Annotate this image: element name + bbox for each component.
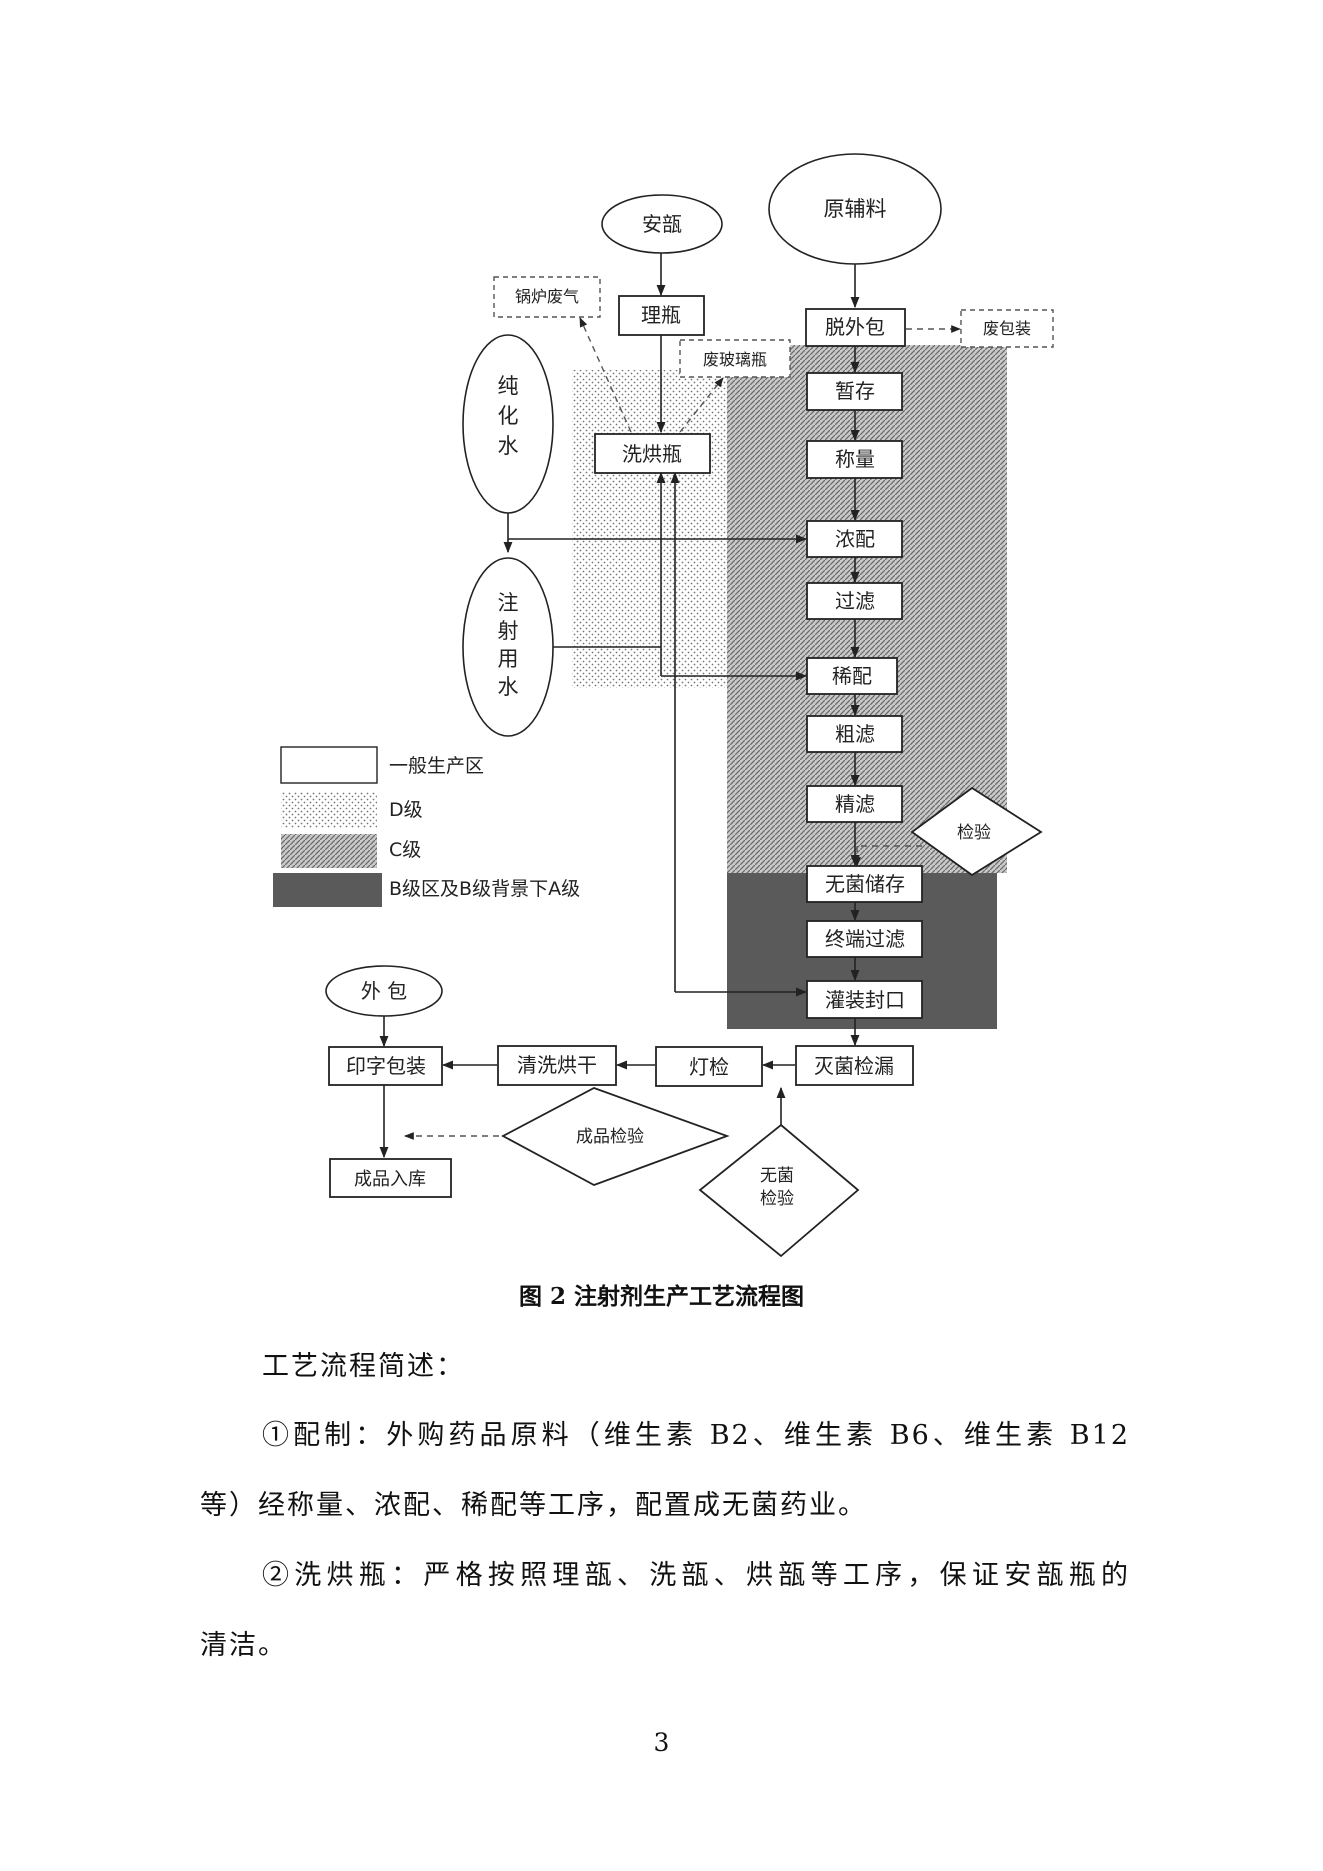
dilute-mix-label: 稀配	[832, 664, 872, 688]
boiler-gas-box	[493, 276, 601, 318]
terminal-filter-label: 终端过滤	[825, 927, 905, 951]
concentrate-mix-box	[806, 520, 903, 558]
sterile-inspect-diamond	[698, 1123, 860, 1258]
item1-line1: ①配制：外购药品原料（维生素 B2、维生素 B6、维生素 B12	[262, 1420, 1130, 1451]
product-inspect-diamond	[501, 1087, 730, 1186]
legend-grade-b-label: B级区及B级背景下A级	[389, 878, 580, 900]
sterilize-leak-label: 灭菌检漏	[814, 1054, 894, 1078]
dilute-mix-box	[806, 657, 898, 695]
print-pack-box	[328, 1046, 443, 1086]
legend-grade-d-swatch	[281, 792, 377, 828]
sterile-storage-box	[806, 865, 923, 903]
waste-glass-box	[679, 339, 791, 378]
process-heading: 工艺流程简述：	[262, 1351, 465, 1382]
legend-general-label: 一般生产区	[389, 755, 484, 777]
legend-grade-c-swatch	[281, 834, 377, 868]
legend-grade-d-label: D级	[389, 799, 423, 821]
pure-water-char-3: 水	[498, 434, 519, 458]
outer-pack-label: 外 包	[361, 979, 407, 1003]
wash-dry-label: 清洗烘干	[517, 1053, 597, 1077]
wfi-char-2: 射	[498, 619, 519, 643]
item2-line1: ②洗烘瓶：严格按照理瓿、洗瓿、烘瓿等工序，保证安瓿瓶的	[262, 1560, 1130, 1591]
warehouse-label: 成品入库	[354, 1169, 426, 1190]
pure-water-char-1: 纯	[498, 374, 519, 398]
filtration-box	[806, 582, 903, 620]
sterile-storage-label: 无菌储存	[825, 872, 905, 896]
legend-general-swatch	[280, 746, 378, 784]
wfi-char-1: 注	[498, 591, 519, 615]
waste-glass-label: 废玻璃瓶	[703, 350, 767, 369]
print-pack-label: 印字包装	[346, 1054, 426, 1078]
fill-seal-label: 灌装封口	[825, 988, 905, 1012]
product-inspect-label: 成品检验	[576, 1127, 644, 1147]
page-number: 3	[653, 1728, 670, 1757]
wfi-node	[462, 557, 554, 737]
ampoule-label: 安瓿	[642, 212, 682, 236]
raw-materials-label: 原辅料	[824, 197, 887, 221]
light-inspect-label: 灯检	[689, 1055, 729, 1079]
pure-water-node	[462, 334, 554, 514]
raw-materials-node	[768, 153, 942, 265]
flow-lines	[379, 252, 860, 1159]
temp-storage-box	[806, 372, 903, 411]
ampoule-node	[601, 194, 723, 254]
weighing-box	[806, 440, 903, 479]
wfi-char-3: 用	[498, 647, 519, 671]
concentrate-mix-label: 浓配	[835, 527, 875, 551]
figure-caption: 图 2 注射剂生产工艺流程图	[518, 1283, 805, 1310]
terminal-filter-box	[806, 920, 923, 958]
coarse-filter-box	[806, 715, 903, 753]
fine-filter-label: 精滤	[835, 792, 875, 816]
light-inspect-box	[655, 1046, 763, 1087]
temp-storage-label: 暂存	[835, 379, 875, 403]
pure-water-char-2: 化	[498, 404, 519, 428]
weighing-label: 称量	[835, 447, 875, 471]
outer-pack-node	[325, 965, 443, 1017]
waste-packaging-label: 废包装	[983, 319, 1031, 338]
wash-dry-box	[497, 1045, 617, 1086]
filtration-label: 过滤	[835, 589, 875, 613]
grade-d-zone	[572, 370, 727, 688]
unpack-box	[805, 308, 906, 347]
fine-filter-box	[806, 785, 903, 823]
wfi-char-4: 水	[498, 675, 519, 699]
sort-bottles-label: 理瓶	[641, 303, 681, 327]
item2-line2: 清洁。	[200, 1630, 287, 1661]
waste-packaging-box	[960, 309, 1054, 348]
wash-dry-bottles-box	[594, 433, 711, 474]
inspection-label: 检验	[957, 823, 991, 843]
legend-grade-b-swatch	[273, 873, 382, 907]
inspection-diamond	[910, 786, 1043, 877]
waste-lines	[404, 317, 961, 1140]
warehouse-box	[329, 1158, 452, 1198]
sterilize-leak-box	[795, 1045, 914, 1086]
fill-seal-box	[806, 980, 923, 1019]
sterile-inspect-label-2: 检验	[760, 1189, 794, 1209]
legend-grade-c-label: C级	[389, 839, 421, 861]
sort-bottles-box	[618, 295, 705, 336]
coarse-filter-label: 粗滤	[835, 722, 875, 746]
boiler-gas-label: 锅炉废气	[515, 287, 579, 306]
sterile-inspect-label-1: 无菌	[760, 1166, 794, 1186]
item1-line2: 等）经称量、浓配、稀配等工序，配置成无菌药业。	[200, 1490, 867, 1521]
wash-dry-bottles-label: 洗烘瓶	[622, 442, 682, 466]
process-flow-diagram: 一般生产区 D级 C级 B级区及B级背景下A级 安瓿 原辅料 锅炉废气 理瓶 脱…	[273, 153, 1054, 1258]
unpack-label: 脱外包	[825, 315, 885, 339]
